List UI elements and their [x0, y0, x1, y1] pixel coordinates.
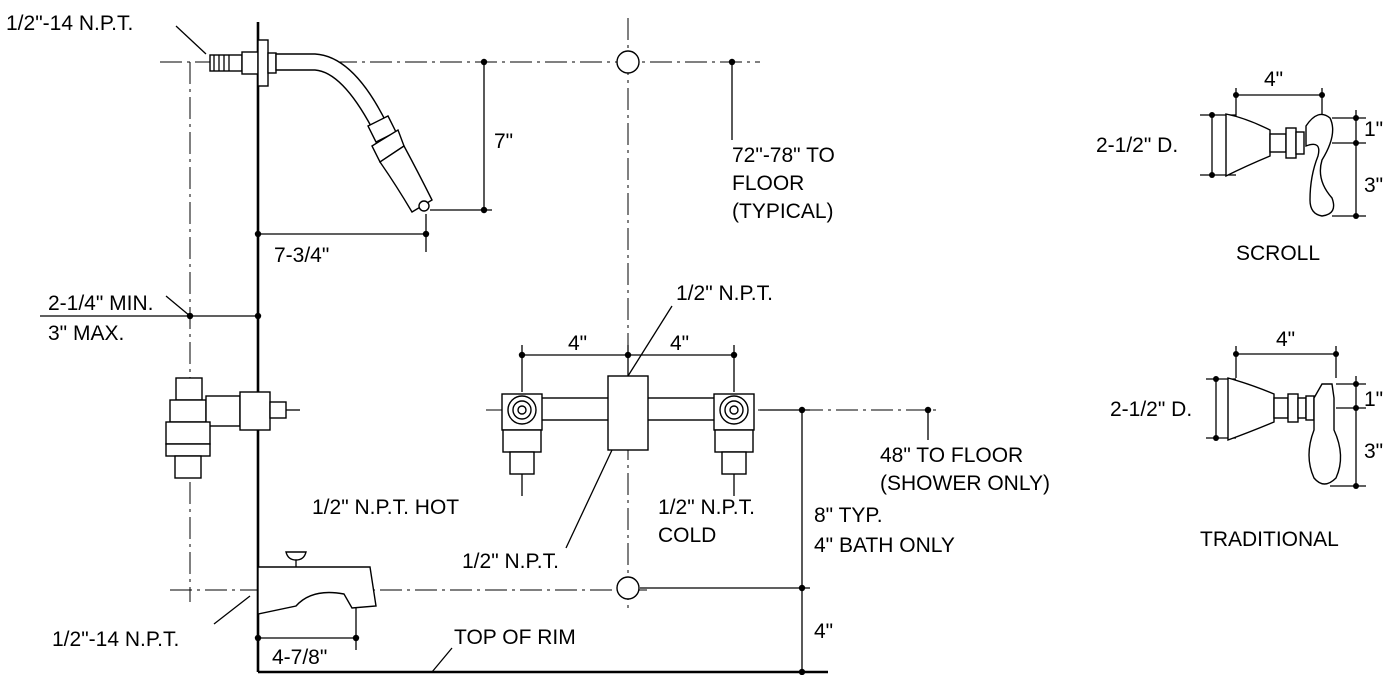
shower-height-label-3: (TYPICAL) [732, 200, 834, 223]
traditional-depth-label: 2-1/2" D. [1110, 398, 1192, 421]
traditional-top-dim-label: 1" [1364, 388, 1383, 411]
rim-height-label: 4" [814, 620, 833, 643]
traditional-lever-dim-label: 3" [1364, 440, 1383, 463]
scroll-top-dim-label: 1" [1364, 118, 1383, 141]
front-valve-body [501, 375, 755, 475]
traditional-width-label: 4" [1276, 328, 1295, 351]
dimension-dots [186, 58, 932, 675]
scroll-handle-detail: 4" 2-1/2" D. 1" 3" SCROLL [1096, 68, 1383, 265]
scroll-lever-dim-label: 3" [1364, 174, 1383, 197]
scroll-depth-label: 2-1/2" D. [1096, 134, 1178, 157]
bottom-inlet-label: 1/2" N.P.T. [462, 550, 559, 573]
cold-inlet-label-1: 1/2" N.P.T. [658, 496, 755, 519]
spacing-right-label: 4" [670, 332, 689, 355]
traditional-name-label: TRADITIONAL [1200, 528, 1339, 551]
centerline-marker-bottom [616, 576, 640, 600]
valve-height-label-2: (SHOWER ONLY) [880, 472, 1050, 495]
centerline-marker-top [616, 50, 640, 74]
center-inlet-label: 1/2" N.P.T. [676, 282, 773, 305]
wall-max-label: 3" MAX. [48, 322, 124, 345]
tub-spout [257, 551, 377, 615]
shower-arm-thread-label: 1/2"-14 N.P.T. [6, 12, 133, 35]
valve-height-label-1: 48" TO FLOOR [880, 444, 1023, 467]
side-valve-body [165, 377, 300, 479]
dimension-lines [40, 25, 929, 673]
main-view-labels: 1/2"-14 N.P.T. 7" 72"-78" TO FLOOR (TYPI… [6, 12, 1050, 669]
valve-spacing-label-2: 4" BATH ONLY [814, 534, 955, 557]
scroll-name-label: SCROLL [1236, 242, 1320, 265]
shower-drop-label: 7" [494, 130, 513, 153]
spout-reach-label: 4-7/8" [272, 646, 327, 669]
hot-inlet-label: 1/2" N.P.T. HOT [312, 496, 459, 519]
spout-thread-label: 1/2"-14 N.P.T. [52, 628, 179, 651]
shower-head [367, 115, 433, 213]
cold-inlet-label-2: COLD [658, 524, 716, 547]
wall-line [256, 22, 828, 674]
wall-min-label: 2-1/4" MIN. [48, 292, 153, 315]
shower-height-label-1: 72"-78" TO [732, 144, 835, 167]
traditional-handle-detail: 4" 2-1/2" D. 1" 3" TRADITIONAL [1110, 328, 1383, 551]
scroll-width-label: 4" [1264, 68, 1283, 91]
shower-reach-label: 7-3/4" [274, 244, 329, 267]
shower-height-label-2: FLOOR [732, 172, 804, 195]
spacing-left-label: 4" [568, 332, 587, 355]
rim-label: TOP OF RIM [454, 626, 576, 649]
valve-spacing-label-1: 8" TYP. [814, 504, 883, 527]
shower-arm [209, 39, 385, 130]
